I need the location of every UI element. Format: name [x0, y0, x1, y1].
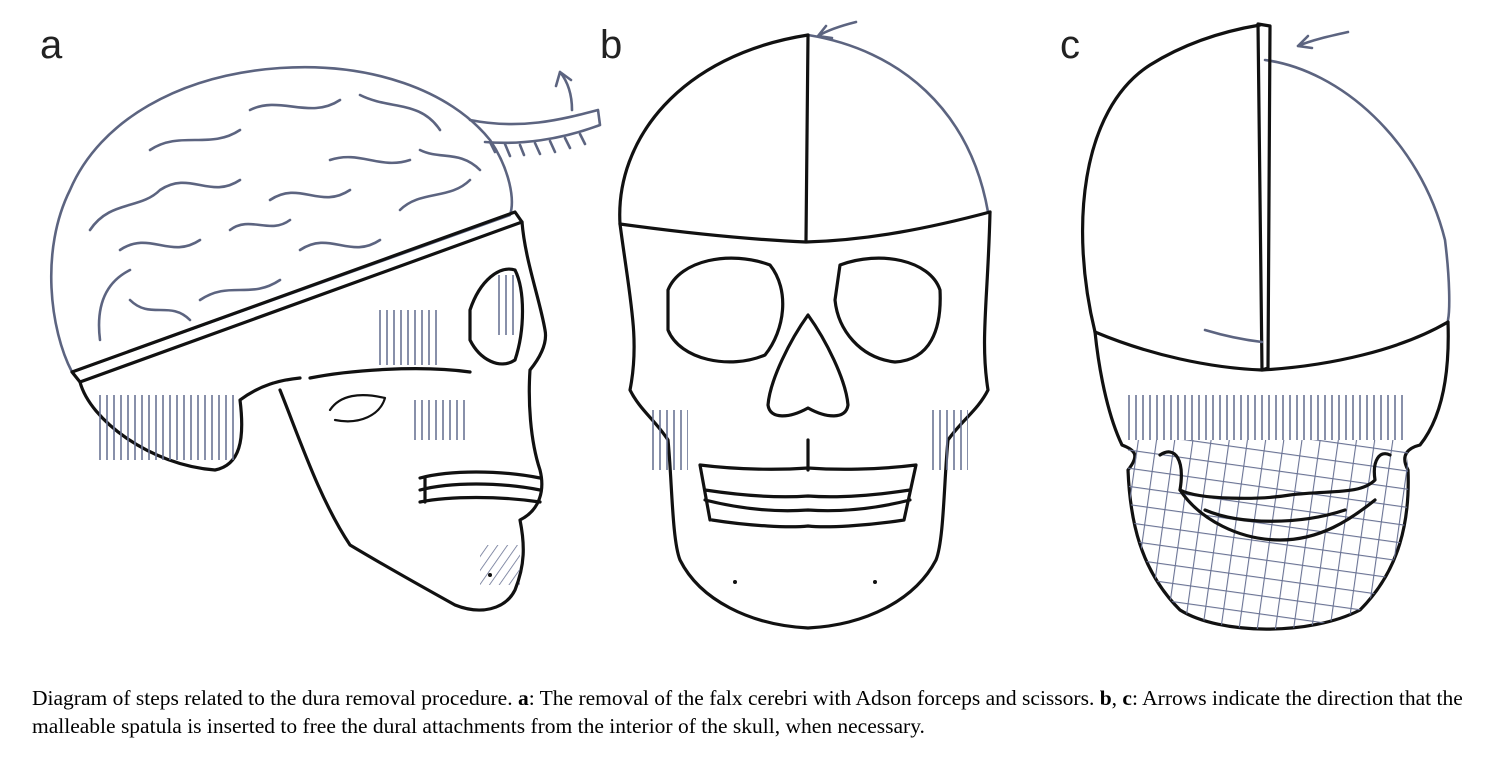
- panel-label-c: c: [1060, 23, 1080, 67]
- panel-c: c: [1060, 22, 1451, 631]
- skull-side-view: [70, 210, 548, 612]
- panel-label-a: a: [40, 23, 63, 67]
- brain-illustration: [49, 65, 602, 374]
- caption-text-bc: : Arrows indicate the direction that the…: [32, 686, 1463, 738]
- caption-separator: ,: [1111, 686, 1123, 710]
- panel-b: b: [600, 20, 992, 630]
- panel-a: a: [40, 23, 602, 612]
- dura-removal-figure: a: [40, 20, 1451, 631]
- caption-label-a: a: [517, 686, 529, 710]
- caption-intro: Diagram of steps related to the dura rem…: [32, 686, 513, 710]
- caption-label-c: c: [1122, 686, 1132, 710]
- caption-text-a: : The removal of the falx cerebri with A…: [528, 686, 1095, 710]
- caption-label-b: b: [1099, 686, 1112, 710]
- figure-caption: Diagram of steps related to the dura rem…: [32, 684, 1482, 740]
- skull-back-view: [1080, 22, 1451, 631]
- skull-front-view: [618, 20, 992, 630]
- panel-label-b: b: [600, 23, 622, 67]
